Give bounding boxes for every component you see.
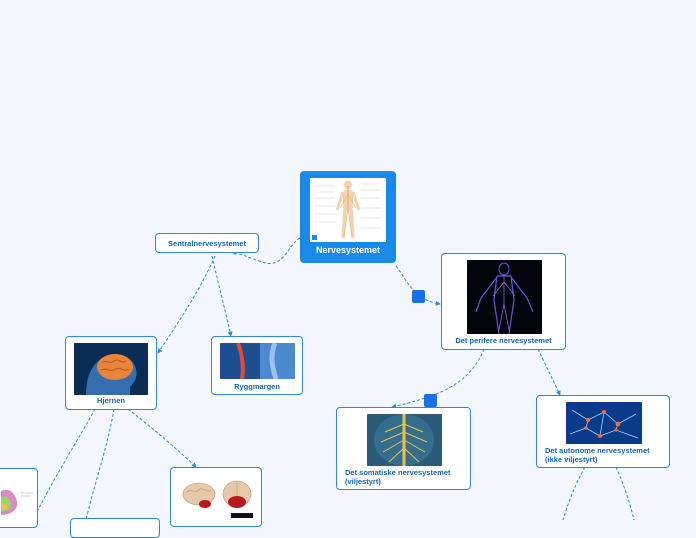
link-root-sentral bbox=[231, 237, 301, 265]
drag-handle-icon[interactable] bbox=[412, 290, 425, 303]
node-label: Det autonome nervesystemet (ikke viljest… bbox=[545, 446, 650, 464]
link-autonome-down-left bbox=[562, 466, 586, 520]
node-somatiske[interactable]: Det somatiske nervesystemet (viljestyrt) bbox=[336, 407, 471, 490]
node-label: Det somatiske nervesystemet (viljestyrt) bbox=[345, 468, 451, 486]
node-perifere[interactable]: Det perifere nervesystemet bbox=[441, 253, 566, 350]
link-hjernen-left bbox=[37, 408, 96, 511]
node-sentralnervesystemet[interactable]: Sentralnervesystemet bbox=[155, 233, 259, 253]
root-image-marker-icon bbox=[312, 235, 317, 240]
somatic-nerves-image bbox=[367, 414, 442, 466]
link-hjernen-down bbox=[85, 408, 115, 520]
brain-parts-image bbox=[179, 476, 255, 522]
drag-handle-icon[interactable] bbox=[424, 394, 437, 407]
link-sentral-hjernen bbox=[157, 255, 216, 354]
node-autonome[interactable]: Det autonome nervesystemet (ikke viljest… bbox=[536, 395, 670, 468]
node-label: Det perifere nervesystemet bbox=[455, 336, 552, 345]
node-label: Ryggmargen bbox=[234, 382, 280, 391]
brain-lobes-image bbox=[1, 479, 35, 519]
link-perifere-autonome bbox=[537, 348, 561, 396]
link-hjernen-small bbox=[127, 408, 197, 468]
nervous-system-chart-image bbox=[310, 178, 386, 242]
node-brain-lobes-partial[interactable] bbox=[0, 468, 38, 528]
link-perifere-somatiske bbox=[391, 348, 485, 409]
link-root-perifere bbox=[395, 265, 441, 306]
neurons-image bbox=[566, 402, 642, 444]
node-label: Hjernen bbox=[97, 396, 125, 405]
link-autonome-down-right bbox=[615, 466, 635, 520]
link-sentral-ryggmargen bbox=[211, 255, 233, 337]
node-ryggmargen[interactable]: Ryggmargen bbox=[211, 336, 303, 395]
brain-image bbox=[74, 343, 148, 395]
spinal-cord-image bbox=[220, 343, 295, 379]
node-brain-parts[interactable] bbox=[170, 467, 262, 527]
root-node-nervesystemet[interactable]: Nervesystemet bbox=[300, 171, 396, 263]
node-hjernen[interactable]: Hjernen bbox=[65, 336, 157, 410]
node-label: Sentralnervesystemet bbox=[168, 239, 246, 248]
node-partial-bottom[interactable] bbox=[70, 518, 160, 538]
root-label: Nervesystemet bbox=[315, 245, 381, 255]
connector-layer bbox=[37, 237, 635, 520]
peripheral-nerves-image bbox=[467, 260, 542, 334]
